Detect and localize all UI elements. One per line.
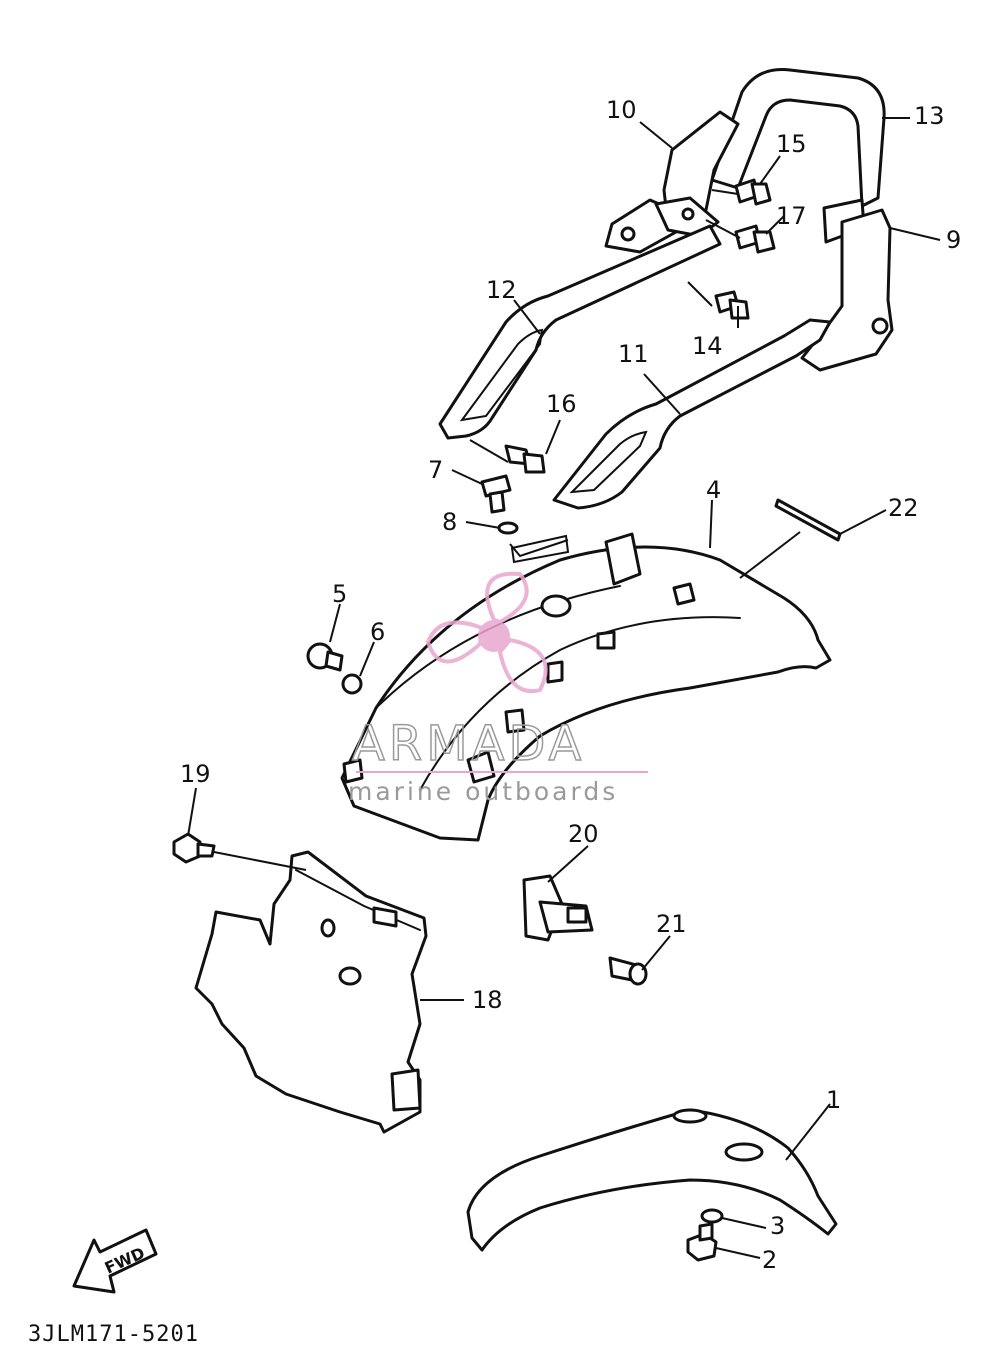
washer-3 [700,1208,724,1224]
watermark-propeller-icon [425,571,548,694]
part-1-front-fender [466,1108,838,1252]
callout-17: 17 [776,202,807,230]
fwd-direction-arrow: FWD [72,1228,158,1294]
callout-18: 18 [472,986,503,1014]
callout-22: 22 [888,494,919,522]
bolt-7 [480,474,512,514]
callout-6: 6 [370,618,385,646]
callout-13: 13 [914,102,945,130]
bolt-19 [172,832,216,864]
nut-6 [341,673,363,695]
callout-8: 8 [442,508,457,536]
callout-15: 15 [776,130,807,158]
callout-12: 12 [486,276,517,304]
bolt-14 [714,290,750,320]
callout-7: 7 [428,456,443,484]
part-9-end-bracket [800,208,894,372]
part-22-trim [774,498,842,542]
washer-8 [497,521,519,535]
callout-11: 11 [618,340,649,368]
callout-9: 9 [946,226,961,254]
part-12-side-rail [438,224,722,440]
callout-3: 3 [770,1212,785,1240]
bolt-17 [734,224,776,254]
bolt-21 [608,956,648,986]
part-11-side-rail [552,318,832,510]
bolt-15 [734,178,772,206]
callout-14: 14 [692,332,723,360]
watermark-brand: ARMADA [352,716,585,772]
callout-20: 20 [568,820,599,848]
callout-1: 1 [826,1086,841,1114]
diagram-code: 3JLM171-5201 [28,1322,199,1347]
bolts-upper [480,178,776,535]
watermark-tagline: marine outboards [348,777,618,806]
callout-5: 5 [332,580,347,608]
callout-10: 10 [606,96,637,124]
callout-4: 4 [706,476,721,504]
leader-lines [187,117,941,1259]
callout-21: 21 [656,910,687,938]
part-18-inner-fender [194,850,428,1134]
bolt-5 [306,642,344,672]
callout-2: 2 [762,1246,777,1274]
callout-19: 19 [180,760,211,788]
part-4-rear-fender [340,532,832,842]
bolt-2 [686,1222,718,1262]
part-20-holder [522,874,594,942]
bolt-16 [504,444,546,474]
watermark: ARMADA marine outboards [348,571,648,806]
callout-labels: 1 2 3 4 5 6 7 8 9 10 11 12 13 14 15 16 1… [180,96,961,1274]
callout-16: 16 [546,390,577,418]
